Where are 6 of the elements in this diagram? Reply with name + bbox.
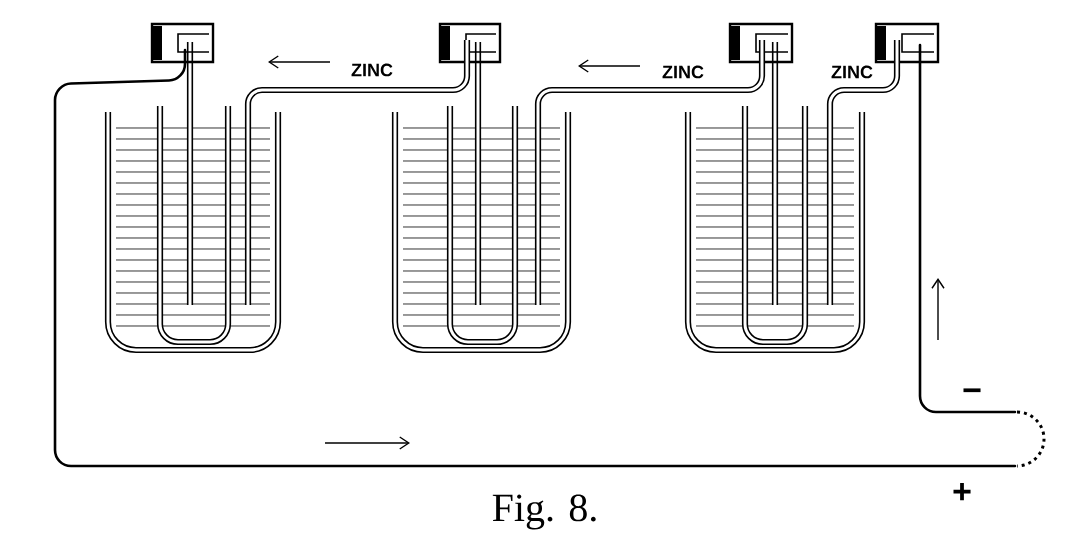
label: − (963, 388, 981, 393)
label: ZINC (351, 63, 393, 77)
caption: Fig. 8. (492, 494, 596, 530)
label: ZINC (831, 65, 873, 79)
label: ZINC (662, 65, 704, 79)
label: + (953, 483, 971, 501)
